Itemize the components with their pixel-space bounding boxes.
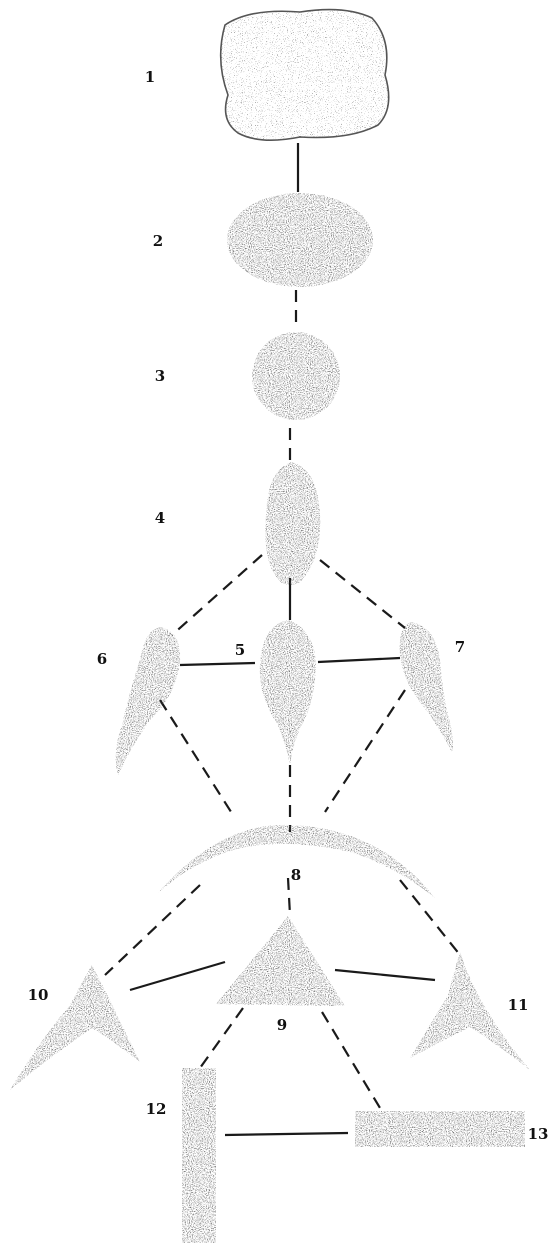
node-label-6: 6 bbox=[97, 650, 107, 668]
edge-7-8 bbox=[325, 690, 405, 812]
shape-6-comet bbox=[116, 627, 180, 775]
node-label-13: 13 bbox=[528, 1125, 549, 1143]
shape-8-arc bbox=[158, 825, 435, 898]
edge-8-10 bbox=[105, 885, 200, 975]
shape-13-horizontal-bar bbox=[355, 1111, 525, 1147]
edge-6-8 bbox=[160, 700, 233, 815]
shape-12-vertical-bar bbox=[182, 1068, 216, 1243]
edge-9-10 bbox=[130, 962, 225, 990]
shape-5-teardrop bbox=[260, 620, 316, 765]
shape-10-chevron bbox=[10, 965, 140, 1090]
node-label-10: 10 bbox=[28, 986, 49, 1004]
shape-2-ellipse bbox=[227, 193, 373, 287]
edge-9-13 bbox=[322, 1012, 380, 1108]
shape-3-circle bbox=[252, 332, 340, 420]
node-label-8: 8 bbox=[291, 866, 301, 884]
edge-4-6 bbox=[172, 555, 262, 635]
edge-9-11 bbox=[335, 970, 435, 980]
shape-4-teardrop bbox=[265, 462, 320, 585]
node-label-11: 11 bbox=[508, 996, 529, 1014]
node-label-2: 2 bbox=[153, 232, 163, 250]
shape-9-triangle bbox=[216, 916, 345, 1006]
node-label-4: 4 bbox=[155, 509, 165, 527]
edge-5-6 bbox=[180, 663, 255, 665]
edge-8-9 bbox=[288, 878, 290, 915]
node-label-3: 3 bbox=[155, 367, 165, 385]
node-label-12: 12 bbox=[146, 1100, 167, 1118]
node-label-1: 1 bbox=[145, 68, 155, 86]
shape-1-stipple bbox=[221, 10, 389, 141]
edge-12-13 bbox=[225, 1133, 348, 1135]
shape-7-comet bbox=[400, 622, 453, 752]
node-label-9: 9 bbox=[277, 1016, 287, 1034]
edge-9-12 bbox=[200, 1008, 243, 1068]
edge-4-7 bbox=[320, 560, 405, 628]
node-label-5: 5 bbox=[235, 641, 245, 659]
edge-5-7 bbox=[318, 658, 400, 662]
node-label-7: 7 bbox=[455, 638, 465, 656]
edge-8-11 bbox=[400, 880, 460, 955]
